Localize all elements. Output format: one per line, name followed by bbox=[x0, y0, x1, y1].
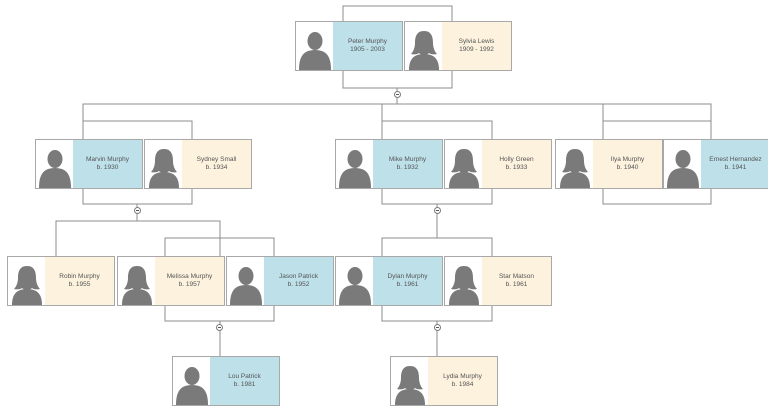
person-dates: b. 1961 bbox=[505, 281, 528, 288]
person-dates: b. 1932 bbox=[396, 164, 419, 171]
person-dates: b. 1940 bbox=[616, 164, 639, 171]
male-silhouette-icon bbox=[664, 140, 701, 188]
male-silhouette-icon bbox=[336, 140, 373, 188]
person-name: Mike Murphy bbox=[388, 156, 427, 163]
person-name: Lou Patrick bbox=[228, 373, 261, 380]
person-dates: b. 1930 bbox=[96, 164, 119, 171]
female-silhouette-icon bbox=[556, 140, 593, 188]
male-silhouette-icon bbox=[36, 140, 73, 188]
male-silhouette-icon bbox=[173, 357, 210, 405]
person-name: Dylan Murphy bbox=[387, 273, 428, 280]
male-silhouette-icon bbox=[296, 22, 333, 70]
person-name: Ilya Murphy bbox=[610, 156, 645, 163]
person-name: Robin Murphy bbox=[59, 273, 100, 280]
person-dates: 1905 - 2003 bbox=[350, 46, 385, 53]
female-silhouette-icon bbox=[391, 357, 428, 405]
person-dates: b. 1933 bbox=[505, 164, 528, 171]
female-silhouette-icon bbox=[118, 257, 155, 305]
female-silhouette-icon bbox=[145, 140, 182, 188]
collapse-children-button[interactable] bbox=[216, 324, 223, 331]
person-dates: b. 1957 bbox=[178, 281, 201, 288]
person-dates: b. 1961 bbox=[396, 281, 419, 288]
person-name: Peter Murphy bbox=[347, 38, 388, 45]
person-name: Star Matson bbox=[498, 273, 535, 280]
person-dates: b. 1941 bbox=[724, 164, 747, 171]
collapse-children-button[interactable] bbox=[434, 324, 441, 331]
person-dates: b. 1984 bbox=[451, 381, 474, 388]
collapse-children-button[interactable] bbox=[134, 207, 141, 214]
male-silhouette-icon bbox=[227, 257, 264, 305]
female-silhouette-icon bbox=[8, 257, 45, 305]
person-name: Jason Patrick bbox=[278, 273, 319, 280]
person-name: Marvin Murphy bbox=[86, 156, 129, 163]
person-name: Lydia Murphy bbox=[443, 373, 482, 380]
person-name: Sylvia Lewis bbox=[458, 38, 495, 45]
female-silhouette-icon bbox=[445, 257, 482, 305]
person-dates: b. 1934 bbox=[205, 164, 228, 171]
female-silhouette-icon bbox=[405, 22, 442, 70]
person-name: Holly Green bbox=[499, 156, 534, 163]
person-dates: b. 1952 bbox=[287, 281, 310, 288]
collapse-children-button[interactable] bbox=[434, 207, 441, 214]
female-silhouette-icon bbox=[445, 140, 482, 188]
person-dates: b. 1981 bbox=[233, 381, 256, 388]
person-dates: b. 1955 bbox=[68, 281, 91, 288]
male-silhouette-icon bbox=[336, 257, 373, 305]
collapse-children-button[interactable] bbox=[394, 91, 401, 98]
person-name: Melissa Murphy bbox=[166, 273, 213, 280]
person-dates: 1909 - 1992 bbox=[459, 46, 494, 53]
person-name: Ernest Hernandez bbox=[709, 156, 762, 163]
person-name: Sydney Small bbox=[196, 156, 237, 163]
